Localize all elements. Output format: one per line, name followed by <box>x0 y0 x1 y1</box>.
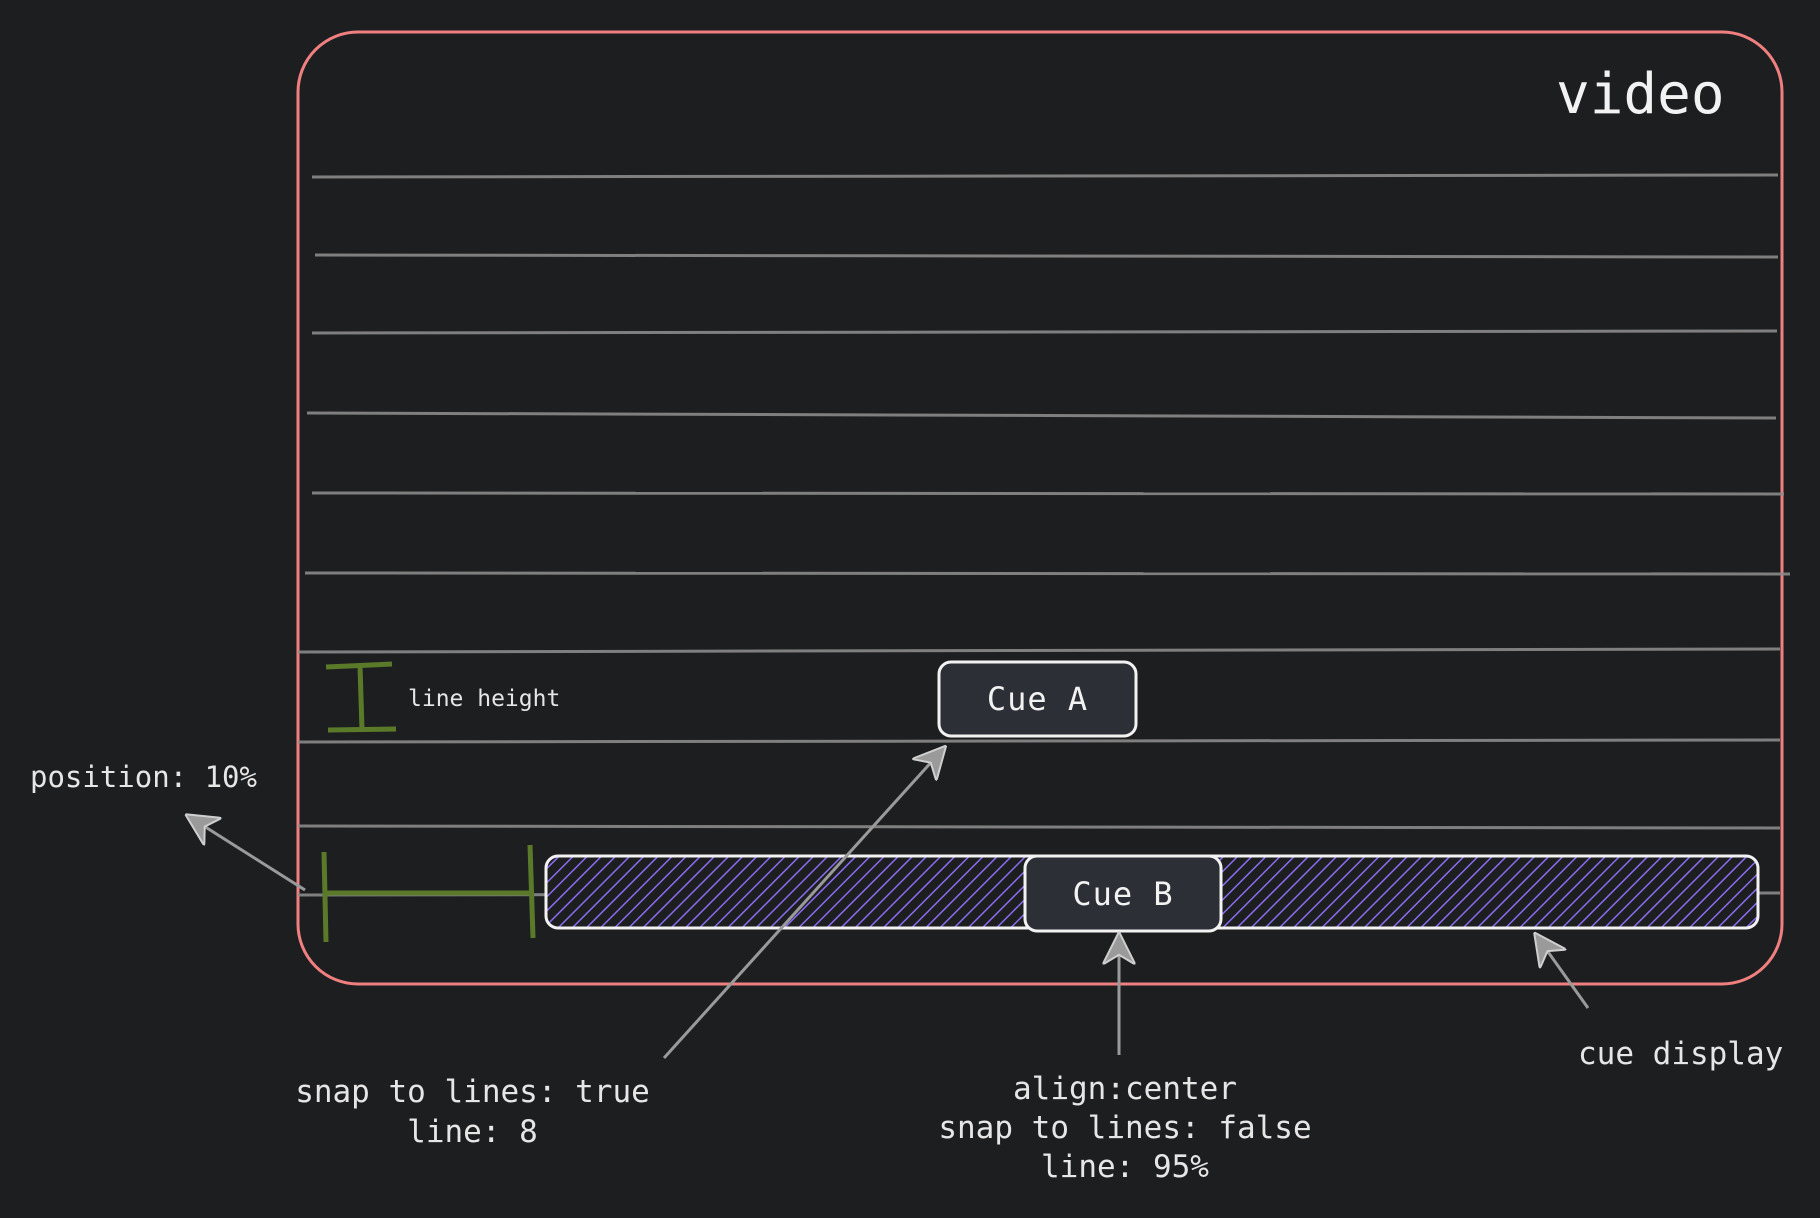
cue-a-label: Cue A <box>986 680 1089 718</box>
cue-line <box>297 647 1781 654</box>
position-label: position: 10% <box>30 760 257 794</box>
position-measure <box>321 844 536 943</box>
arrow-icon <box>1536 935 1590 1009</box>
snap-true-line2: line: 8 <box>407 1114 538 1150</box>
video-label: video <box>1556 62 1725 127</box>
cue-line <box>311 329 1778 335</box>
align-line1: align:center <box>1013 1071 1237 1107</box>
cue-line <box>311 173 1779 179</box>
arrow-icon <box>188 816 306 892</box>
cue-display-label: cue display <box>1578 1036 1784 1072</box>
cue-a-box <box>937 660 1138 738</box>
cue-line <box>306 411 1777 420</box>
snap-true-line1: snap to lines: true <box>295 1074 650 1110</box>
cue-line <box>311 491 1785 496</box>
cue-b-label: Cue B <box>1072 874 1174 913</box>
snap-true-annotation: snap to lines: true line: 8 <box>270 1072 675 1152</box>
cue-line <box>314 253 1779 259</box>
cue-line <box>297 824 1781 830</box>
arrow-icon <box>662 748 944 1060</box>
line-height-label: line height <box>408 686 561 712</box>
video-frame <box>296 30 1784 986</box>
align-line2: snap to lines: false <box>938 1110 1312 1146</box>
cue-b-box <box>1023 854 1223 933</box>
align-annotation: align:center snap to lines: false line: … <box>910 1070 1340 1187</box>
cue-line <box>304 571 1791 576</box>
line-height-measure <box>325 661 397 733</box>
cue-line <box>297 738 1781 744</box>
align-line3: line: 95% <box>1041 1149 1209 1185</box>
grid-lines <box>297 173 1791 897</box>
